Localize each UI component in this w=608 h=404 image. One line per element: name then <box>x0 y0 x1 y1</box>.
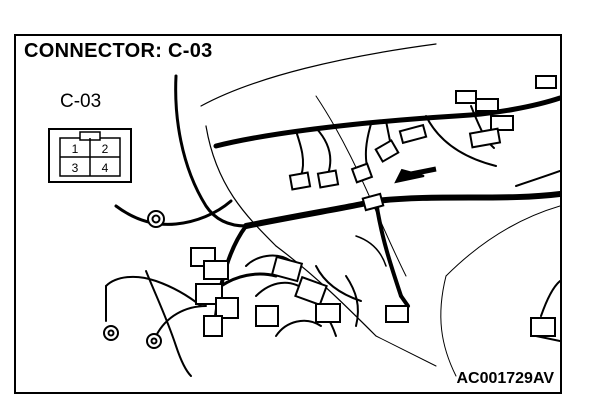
lower-harness <box>243 191 560 229</box>
connector-label: C-03 <box>60 91 102 112</box>
diagram-title: CONNECTOR: C-03 <box>24 40 213 62</box>
dashboard-outline <box>200 43 437 107</box>
harness-connectors <box>190 75 557 337</box>
pin-3: 3 <box>72 161 79 175</box>
figure-id: AC001729AV <box>456 370 554 387</box>
diagram-frame: CONNECTOR: C-03 C-03 1 2 3 4 AC001729AV <box>14 34 562 394</box>
connector-pinout: 1 2 3 4 <box>48 128 132 183</box>
wiring-harness-drawing <box>103 43 560 377</box>
pin-1: 1 <box>72 142 79 156</box>
pin-4: 4 <box>102 161 109 175</box>
main-harness <box>213 95 560 149</box>
arrow-icon <box>394 166 437 184</box>
pin-2: 2 <box>102 142 109 156</box>
